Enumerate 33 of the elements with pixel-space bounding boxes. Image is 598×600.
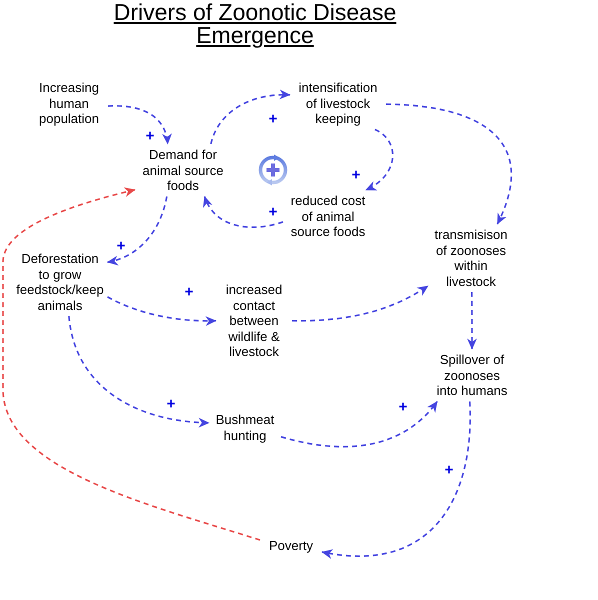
polarity-sign: +	[268, 112, 278, 126]
variable-label: transmisison of zoonoses within livestock	[431, 227, 511, 289]
variable-label: Demand for animal source foods	[138, 147, 228, 194]
variable-label: Deforestation to grow feedstock/keep animals	[16, 251, 104, 313]
polarity-sign: +	[352, 168, 360, 182]
dashed-arrow	[68, 316, 210, 428]
dashed-arrow	[210, 90, 291, 144]
variable-label: Poverty	[263, 538, 319, 554]
dashed-arrow	[204, 196, 284, 228]
polarity-sign: +	[268, 204, 278, 220]
variable-label: reduced cost of animal source foods	[286, 193, 370, 240]
dashed-arrow	[108, 105, 172, 145]
variable-label: Increasing human population	[33, 80, 105, 126]
dashed-arrow	[467, 292, 477, 350]
dashed-arrow	[365, 128, 394, 191]
variable-label: Spillover of zoonoses into humans	[435, 352, 509, 398]
dashed-arrow	[2, 187, 260, 541]
title: Drivers of Zoonotic Disease Emergence	[112, 1, 398, 47]
polarity-sign: +	[398, 400, 408, 414]
dashed-arrow	[386, 103, 512, 224]
dashed-arrow	[292, 285, 428, 322]
polarity-sign: +	[146, 128, 154, 144]
variable-label: Bushmeat hunting	[212, 412, 278, 443]
variable-label: increased contact between wildlife & livestock	[219, 282, 289, 360]
dashed-arrow	[106, 196, 168, 265]
polarity-sign: +	[444, 462, 454, 478]
polarity-sign: +	[184, 284, 194, 300]
dashed-arrow	[107, 296, 217, 326]
polarity-sign: +	[166, 396, 176, 412]
dashed-arrow	[280, 401, 438, 448]
dashed-arrow	[321, 402, 471, 558]
polarity-sign: +	[116, 238, 126, 254]
variable-label: intensification of livestock keeping	[293, 80, 383, 126]
